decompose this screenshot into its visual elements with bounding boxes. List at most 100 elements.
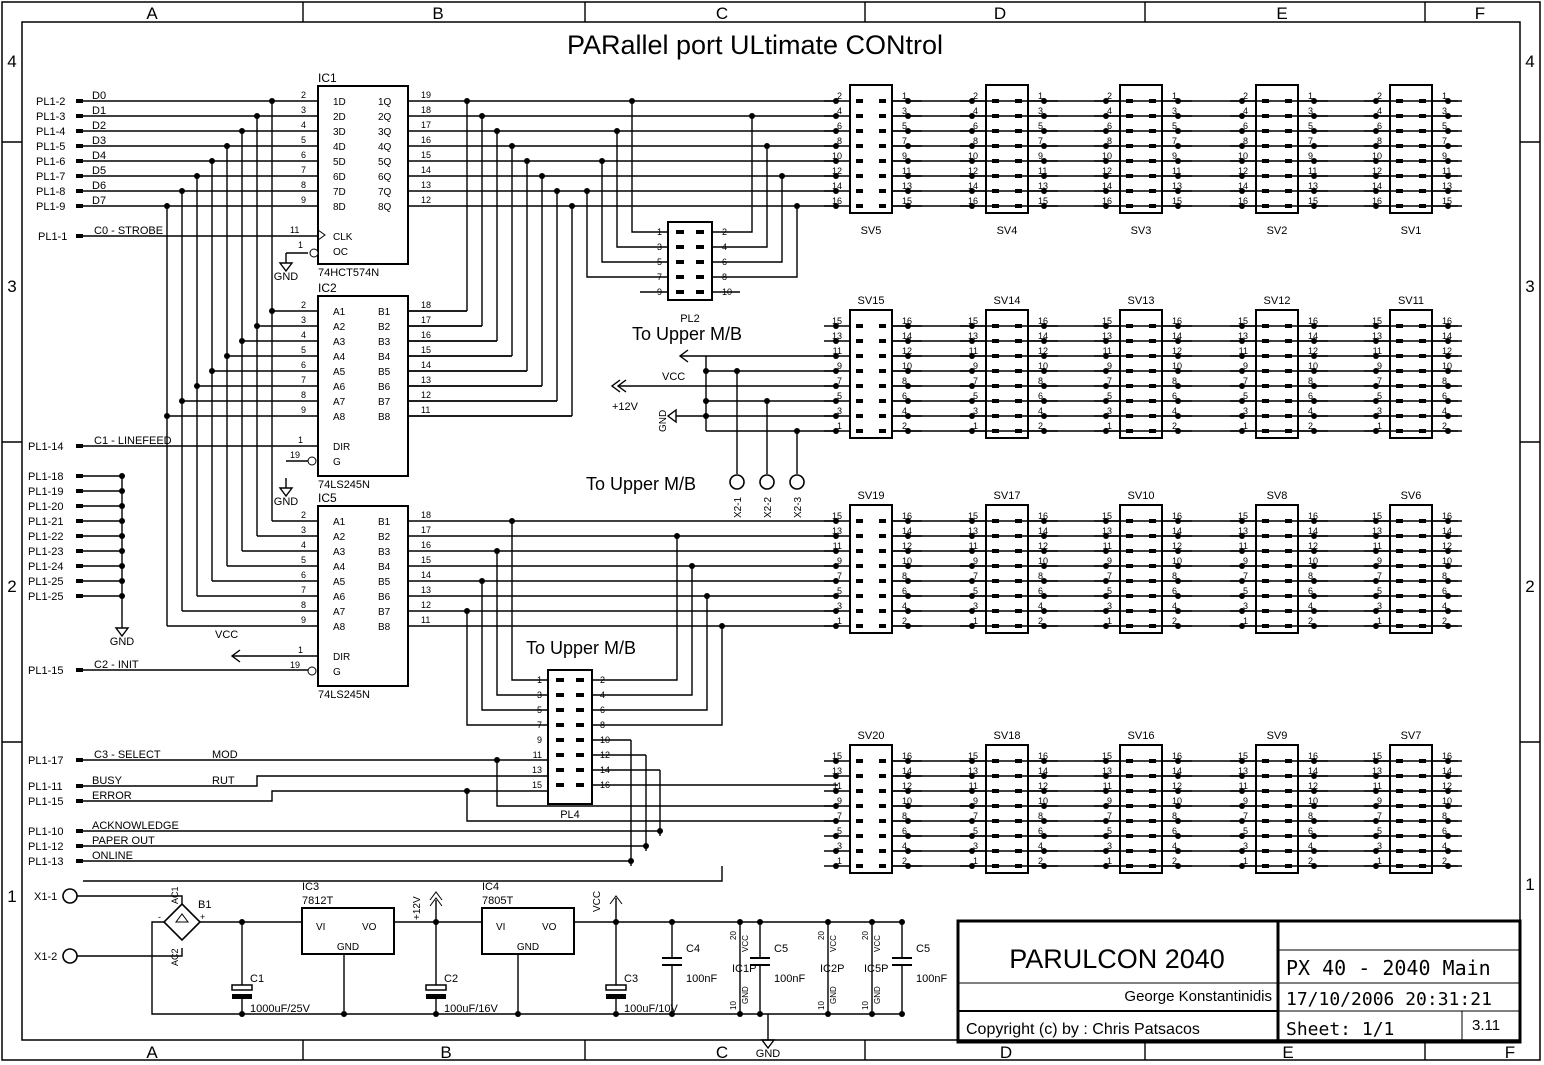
pin-polarity: - <box>158 912 161 922</box>
header-pin <box>1419 204 1426 208</box>
header-pin <box>1126 849 1133 853</box>
pin-number: 7 <box>1107 811 1112 821</box>
pin-number: 8 <box>1172 811 1177 821</box>
pin-stub <box>76 799 83 803</box>
junction-dot <box>1373 368 1379 374</box>
junction-dot <box>1239 398 1245 404</box>
junction-dot <box>433 1011 439 1017</box>
junction-dot <box>1239 203 1245 209</box>
pin-number: 13 <box>421 585 431 595</box>
header-body <box>985 309 1029 439</box>
junction-dot <box>1373 803 1379 809</box>
junction-dot <box>1239 863 1245 869</box>
column-marker: E <box>1276 4 1287 23</box>
pin-name: A3 <box>333 547 346 558</box>
header-pin <box>1149 849 1156 853</box>
header-pin <box>1396 804 1403 808</box>
connector-pin-label: PL1-5 <box>36 141 65 153</box>
junction-dot <box>833 203 839 209</box>
pin-number: 8 <box>1308 571 1313 581</box>
pin-number: 1 <box>1243 856 1248 866</box>
junction-dot <box>969 788 975 794</box>
pin-number: 12 <box>968 166 978 176</box>
pin-number: 17 <box>421 315 431 325</box>
header-pin <box>1285 564 1292 568</box>
header-pin <box>1396 384 1403 388</box>
junction-dot <box>1041 518 1047 524</box>
pin-number: 16 <box>902 511 912 521</box>
pin-number: 12 <box>421 390 431 400</box>
junction-dot <box>833 803 839 809</box>
ic3-body <box>301 907 395 955</box>
junction-dot <box>794 428 800 434</box>
junction-dot <box>969 818 975 824</box>
column-marker: F <box>1505 1043 1515 1062</box>
header-pin <box>1419 834 1426 838</box>
header-pin <box>1126 174 1133 178</box>
signal-name: D0 <box>92 90 106 102</box>
pin-number: 11 <box>1373 346 1382 356</box>
header-ref: SV9 <box>1267 730 1288 742</box>
header-ref: SV4 <box>997 225 1018 237</box>
junction-dot <box>703 368 709 374</box>
junction-dot <box>1311 803 1317 809</box>
pin-number: 2 <box>1107 91 1112 101</box>
ic-power-ref: IC1P <box>732 963 756 975</box>
junction-dot <box>1239 773 1245 779</box>
row-marker: 2 <box>7 577 16 596</box>
gnd-label: GND <box>756 1048 781 1060</box>
pl4-pin <box>556 768 564 772</box>
pin-number: 7 <box>1243 811 1248 821</box>
header-pin <box>1419 99 1426 103</box>
pin-number: 1 <box>298 240 303 250</box>
pin-number: 2 <box>1243 91 1248 101</box>
junction-dot <box>1175 593 1181 599</box>
header-pin <box>879 174 886 178</box>
header-pin <box>1419 189 1426 193</box>
pin-number: 3 <box>1107 406 1112 416</box>
junction-dot <box>899 1011 905 1017</box>
header-pin <box>1126 594 1133 598</box>
pin-number: 12 <box>1172 541 1182 551</box>
header-ref: SV16 <box>1128 730 1155 742</box>
header-pin <box>1396 129 1403 133</box>
pin-number: 10 <box>1442 556 1452 566</box>
connector-pin-label: PL1-3 <box>36 111 65 123</box>
header-pin <box>992 849 999 853</box>
pin-number: 3 <box>301 315 306 325</box>
junction-dot <box>1239 623 1245 629</box>
pin-number: 15 <box>968 316 978 326</box>
junction-dot <box>969 773 975 779</box>
header-body <box>1389 504 1433 634</box>
junction-dot <box>1103 143 1109 149</box>
header-pin <box>1015 834 1022 838</box>
pin-number: 15 <box>532 780 542 790</box>
junction-dot <box>1041 848 1047 854</box>
pin-name: A5 <box>333 367 346 378</box>
pin-name: GND <box>741 986 750 1004</box>
pin-number: 10 <box>1172 361 1182 371</box>
junction-dot <box>1373 158 1379 164</box>
pin-number: 7 <box>1377 811 1382 821</box>
junction-dot <box>1311 98 1317 104</box>
pin-number: 1 <box>973 616 978 626</box>
junction-dot <box>1041 428 1047 434</box>
junction-dot <box>1373 323 1379 329</box>
header-pin <box>1285 759 1292 763</box>
header-pin <box>1126 144 1133 148</box>
header-pin <box>1126 834 1133 838</box>
pin-number: 12 <box>902 346 912 356</box>
header-pin <box>1262 99 1269 103</box>
header-pin <box>1285 594 1292 598</box>
header-pin <box>1015 774 1022 778</box>
junction-dot <box>1175 848 1181 854</box>
clock-marker <box>317 229 326 241</box>
header-pin <box>1396 789 1403 793</box>
junction-dot <box>905 383 911 389</box>
junction-dot <box>1041 578 1047 584</box>
pin-number: 10 <box>1308 796 1318 806</box>
header-pin <box>879 354 886 358</box>
pin-number: 10 <box>1238 151 1248 161</box>
header-pin <box>1419 369 1426 373</box>
header-pin <box>856 399 863 403</box>
